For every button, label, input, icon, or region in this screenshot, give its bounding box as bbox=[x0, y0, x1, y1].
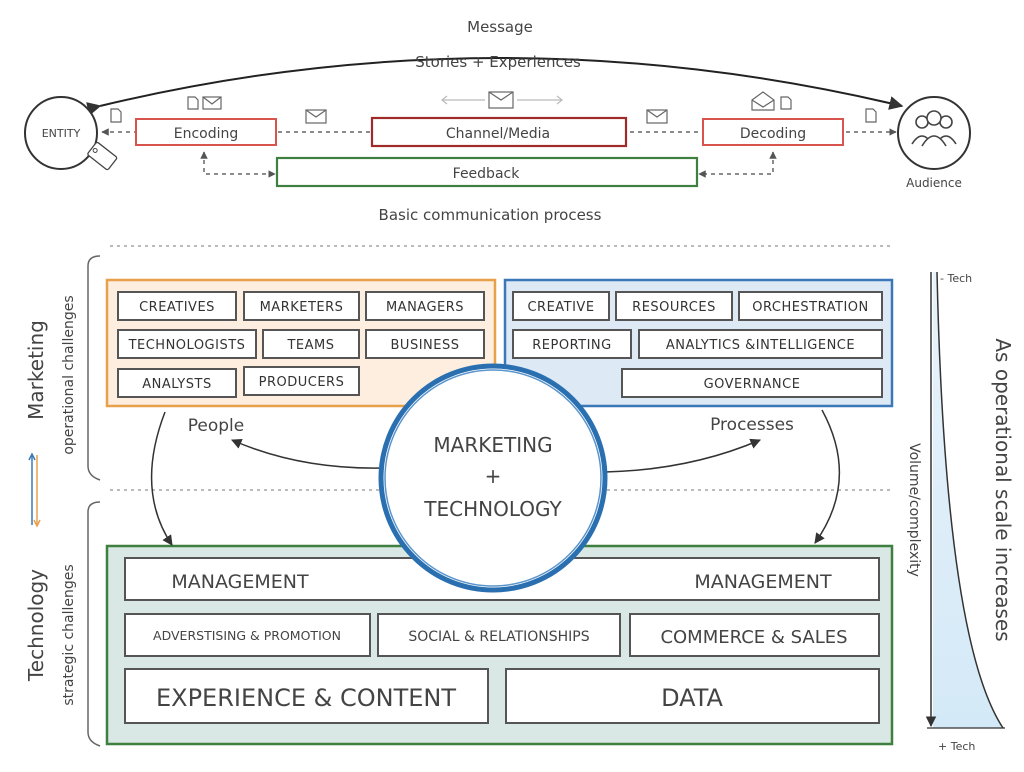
entity-node: ENTITY bbox=[24, 96, 118, 171]
process-chip: ORCHESTRATION bbox=[738, 291, 883, 321]
stories-label: Stories + Experiences bbox=[415, 53, 581, 71]
processes-panel: CREATIVE RESOURCES ORCHESTRATION REPORTING A… bbox=[503, 278, 894, 408]
channel-box: Channel/Media bbox=[370, 116, 628, 148]
processes-label: Processes bbox=[710, 415, 794, 435]
people-label: People bbox=[188, 416, 244, 436]
processes-down-arrow bbox=[814, 409, 841, 544]
technology-panel: MANAGEMENT MANAGEMENT ADVERSTISING & PRO… bbox=[105, 544, 894, 746]
minus-tech-label: - Tech bbox=[940, 272, 972, 285]
people-chip: PRODUCERS bbox=[243, 366, 360, 396]
channel-label: Channel/Media bbox=[446, 126, 550, 142]
people-chip-label: ANALYSTS bbox=[142, 377, 211, 392]
message-label: Message bbox=[467, 18, 533, 36]
advertising-box: ADVERSTISING & PROMOTION bbox=[124, 613, 371, 657]
people-chip: CREATIVES bbox=[117, 291, 237, 321]
process-chip: REPORTING bbox=[512, 329, 632, 359]
plus-tech-label: + Tech bbox=[938, 740, 975, 753]
process-chip-label: RESOURCES bbox=[632, 300, 716, 315]
people-chip-label: CREATIVES bbox=[139, 300, 215, 315]
people-chip: BUSINESS bbox=[365, 329, 485, 359]
process-chip-label: ANALYTICS &INTELLIGENCE bbox=[666, 338, 855, 353]
people-down-arrow bbox=[150, 411, 173, 546]
people-chip-label: BUSINESS bbox=[391, 338, 460, 353]
feedback-right-connector bbox=[698, 151, 777, 178]
audience-node bbox=[897, 96, 971, 170]
process-chip: RESOURCES bbox=[615, 291, 733, 321]
people-chip: TEAMS bbox=[262, 329, 360, 359]
decoding-label: Decoding bbox=[740, 126, 806, 142]
process-caption: Basic communication process bbox=[379, 206, 602, 224]
encoding-box: Encoding bbox=[135, 118, 277, 146]
feedback-box: Feedback bbox=[275, 156, 699, 188]
center-circle: MARKETING + TECHNOLOGY bbox=[378, 363, 608, 593]
feedback-label: Feedback bbox=[453, 166, 521, 182]
audience-label: Audience bbox=[906, 176, 962, 190]
people-chip: MARKETERS bbox=[243, 291, 360, 321]
management-right-label: MANAGEMENT bbox=[694, 571, 832, 593]
envelope-icon bbox=[646, 109, 668, 124]
volume-label: Volume/complexity bbox=[906, 443, 922, 577]
envelope-icon bbox=[441, 91, 563, 109]
feedback-left-connector bbox=[200, 151, 276, 178]
people-chip-label: TEAMS bbox=[286, 338, 334, 353]
scale-indicator bbox=[925, 271, 1005, 729]
people-chip-label: PRODUCERS bbox=[259, 375, 345, 390]
decoding-box: Decoding bbox=[702, 118, 844, 146]
message-arc bbox=[86, 57, 904, 116]
strategic-label: strategic challenges bbox=[61, 564, 77, 705]
advertising-label: ADVERSTISING & PROMOTION bbox=[153, 628, 341, 643]
document-envelope-icon bbox=[187, 96, 222, 110]
experience-label: EXPERIENCE & CONTENT bbox=[156, 684, 456, 712]
document-icon bbox=[110, 108, 122, 123]
people-chip-label: MARKETERS bbox=[260, 300, 344, 315]
process-chip-label: ORCHESTRATION bbox=[752, 300, 869, 315]
social-label: SOCIAL & RELATIONSHIPS bbox=[408, 629, 589, 645]
experience-box: EXPERIENCE & CONTENT bbox=[124, 668, 489, 724]
center-line3: TECHNOLOGY bbox=[423, 497, 562, 521]
open-envelope-document-icon bbox=[751, 91, 792, 111]
process-chip: GOVERNANCE bbox=[621, 368, 883, 398]
technology-bracket bbox=[87, 501, 101, 747]
process-chip: ANALYTICS &INTELLIGENCE bbox=[638, 329, 883, 359]
marketing-label: Marketing bbox=[24, 320, 48, 420]
up-down-arrows-icon bbox=[28, 452, 41, 528]
document-icon bbox=[865, 108, 877, 123]
scale-label: As operational scale increases bbox=[991, 338, 1015, 641]
process-chip-label: CREATIVE bbox=[527, 300, 594, 315]
processes-arrow bbox=[604, 438, 761, 473]
process-chip-label: REPORTING bbox=[532, 338, 611, 353]
people-chip-label: TECHNOLOGISTS bbox=[128, 338, 246, 353]
technology-label: Technology bbox=[24, 569, 48, 682]
commerce-box: COMMERCE & SALES bbox=[629, 613, 880, 657]
process-chip: CREATIVE bbox=[512, 291, 610, 321]
operational-label: operational challenges bbox=[61, 295, 77, 454]
people-chip-label: MANAGERS bbox=[386, 300, 464, 315]
commerce-label: COMMERCE & SALES bbox=[660, 627, 847, 648]
marketing-bracket bbox=[87, 255, 101, 481]
people-chip: TECHNOLOGISTS bbox=[117, 329, 257, 359]
data-label: DATA bbox=[661, 684, 723, 712]
people-icon bbox=[911, 110, 957, 147]
process-chip-label: GOVERNANCE bbox=[704, 377, 801, 392]
data-box: DATA bbox=[505, 668, 880, 724]
management-left-label: MANAGEMENT bbox=[171, 571, 309, 593]
envelope-icon bbox=[305, 109, 327, 124]
center-line1: MARKETING bbox=[433, 433, 552, 457]
people-chip: MANAGERS bbox=[365, 291, 485, 321]
tag-icon bbox=[87, 141, 118, 171]
encoding-label: Encoding bbox=[174, 126, 239, 142]
people-chip: ANALYSTS bbox=[117, 368, 237, 398]
center-line2: + bbox=[485, 464, 502, 488]
people-arrow bbox=[231, 439, 386, 469]
entity-label: ENTITY bbox=[42, 127, 81, 140]
social-box: SOCIAL & RELATIONSHIPS bbox=[377, 613, 621, 657]
